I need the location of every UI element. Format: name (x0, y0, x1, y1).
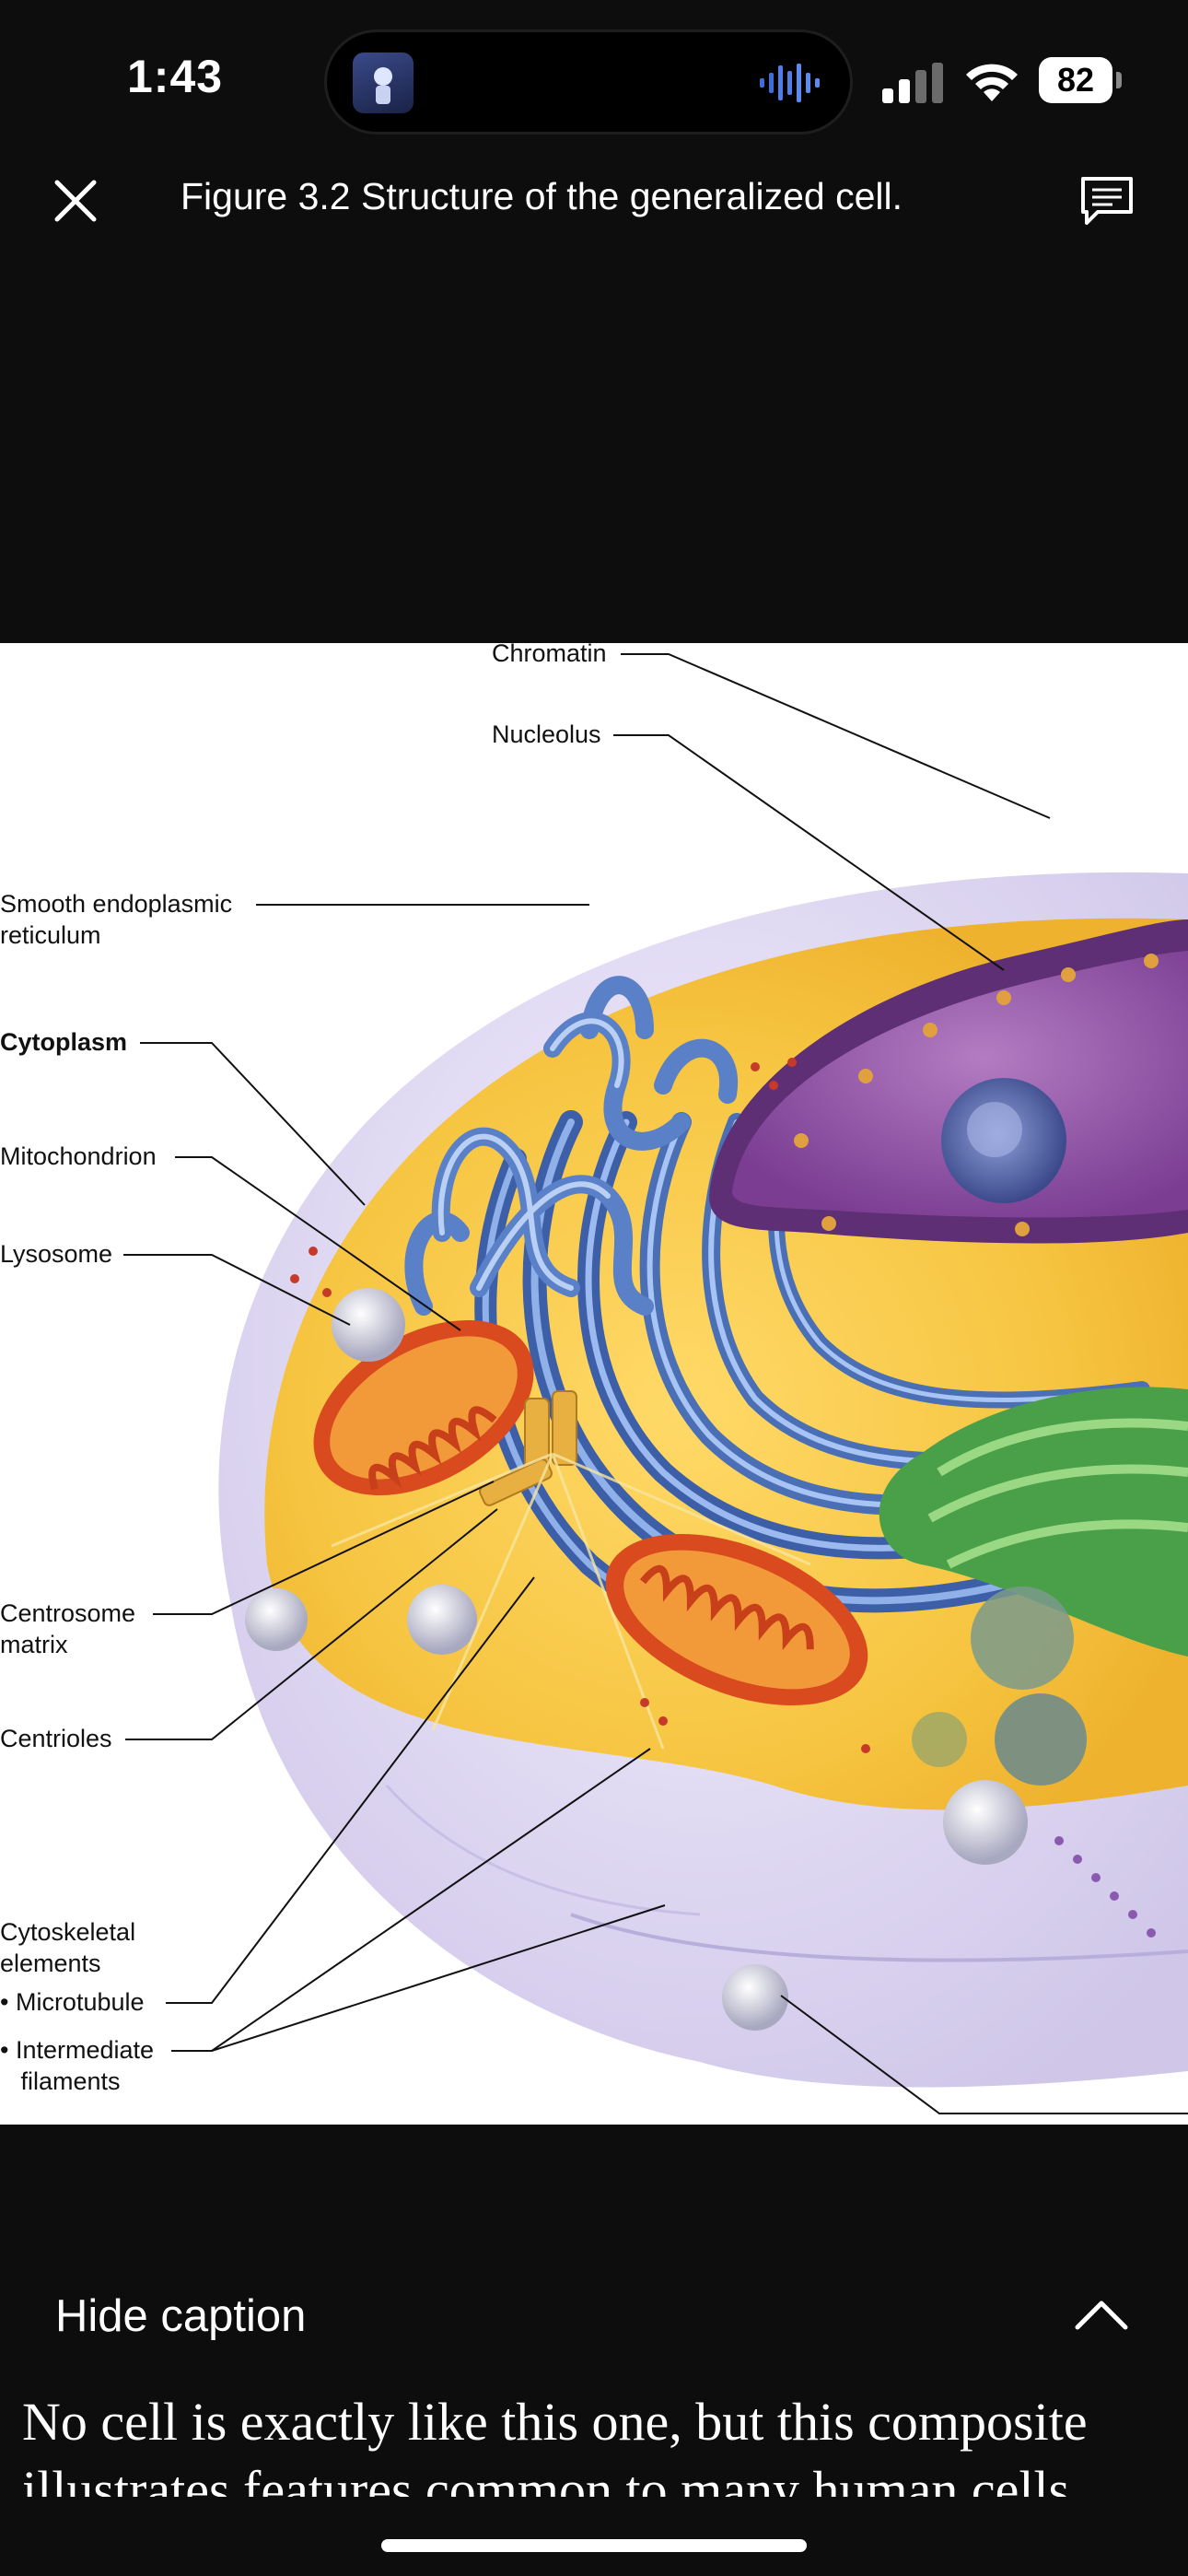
cell-figure[interactable]: Chromatin Nucleolus Smooth endoplasmic r… (0, 643, 1188, 2125)
wifi-icon (966, 64, 1018, 101)
label-microtubule: • Microtubule (0, 1988, 145, 2016)
hide-caption-label: Hide caption (55, 2291, 307, 2341)
label-centrioles: Centrioles (0, 1725, 112, 1752)
now-playing-thumbnail (353, 53, 413, 113)
dynamic-island[interactable] (324, 29, 853, 135)
caption-text: No cell is exactly like this one, but th… (22, 2392, 1088, 2497)
audio-wave-icon (760, 64, 820, 102)
centrioles (479, 1390, 577, 1506)
figure-title: Figure 3.2 Structure of the generalized … (181, 175, 903, 217)
cell-illustration (123, 653, 1188, 2114)
home-indicator[interactable] (381, 2539, 807, 2552)
status-time: 1:43 (127, 51, 224, 102)
vesicles (245, 1585, 1087, 2031)
label-intermediate-filaments: • Intermediate filaments (0, 2036, 155, 2095)
mitochondrion-lower (605, 1533, 868, 1706)
label-chromatin: Chromatin (492, 643, 607, 667)
mitochondrion-upper (313, 1320, 534, 1495)
signal-icon (882, 63, 943, 103)
label-cytoplasm: Cytoplasm (0, 1028, 128, 1056)
battery-level: 82 (1039, 57, 1112, 103)
secretory-granules (1054, 1836, 1156, 1938)
label-nucleolus: Nucleolus (492, 720, 601, 748)
label-lysosome: Lysosome (0, 1240, 113, 1268)
chevron-up-icon (1075, 2301, 1128, 2330)
comment-icon[interactable] (1077, 175, 1136, 227)
label-smooth-er: Smooth endoplasmic reticulum (0, 890, 233, 949)
battery-icon: 82 (1039, 57, 1122, 103)
label-cytoskeletal-elements: Cytoskeletal elements (0, 1918, 136, 1977)
ribosomes (290, 1058, 870, 1753)
hide-caption-button[interactable]: Hide caption (0, 2276, 1188, 2359)
label-mitochondrion: Mitochondrion (0, 1142, 157, 1170)
label-centrosome-matrix: Centrosome matrix (0, 1599, 136, 1658)
leader-lines (123, 653, 1188, 2114)
nucleus (732, 951, 1188, 1218)
close-icon[interactable] (46, 171, 105, 230)
golgi-apparatus (879, 1387, 1188, 1657)
lysosome (332, 1288, 405, 1362)
